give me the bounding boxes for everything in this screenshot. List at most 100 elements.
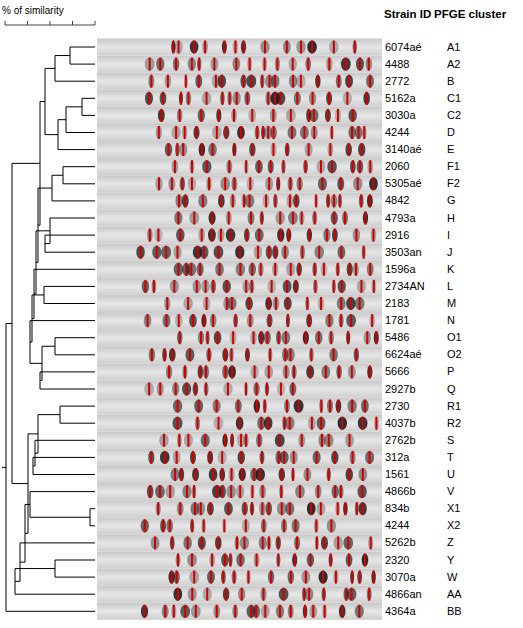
- band-marker: [358, 605, 360, 618]
- cluster-label: BB: [447, 605, 462, 618]
- band-marker: [236, 536, 238, 549]
- gel-band: [276, 177, 280, 190]
- band-marker: [221, 485, 223, 498]
- band-marker: [239, 417, 241, 430]
- band-marker: [211, 554, 213, 567]
- band-marker: [316, 536, 318, 549]
- band-marker: [250, 605, 252, 618]
- cluster-label: P: [447, 365, 454, 378]
- dendrogram-branch: [40, 101, 45, 102]
- band-marker: [171, 571, 173, 584]
- gel-band: [216, 109, 221, 122]
- gel-band: [250, 502, 254, 515]
- band-marker: [201, 229, 203, 242]
- gel-band: [336, 263, 340, 276]
- gel-band: [261, 519, 267, 532]
- gel-band: [311, 126, 318, 139]
- band-marker: [205, 383, 207, 396]
- band-marker: [294, 554, 296, 567]
- dendrogram-branch: [30, 491, 95, 492]
- gel-band: [336, 75, 342, 88]
- gel-band: [350, 451, 356, 464]
- gel-band: [346, 554, 353, 567]
- dendrogram-branch: [52, 200, 95, 201]
- dendrogram-branch: [60, 406, 95, 407]
- band-marker: [304, 605, 306, 618]
- band-marker: [236, 92, 238, 105]
- band-marker: [171, 536, 173, 549]
- band-marker: [234, 605, 236, 618]
- gel-band: [247, 58, 252, 71]
- gel-band: [156, 502, 161, 515]
- gel-band: [279, 468, 286, 481]
- dendrogram-branch: [6, 611, 95, 612]
- gel-band: [367, 263, 374, 276]
- gel-band: [374, 417, 379, 430]
- band-marker: [251, 143, 253, 156]
- band-marker: [355, 348, 357, 361]
- band-marker: [289, 177, 291, 190]
- band-marker: [290, 109, 292, 122]
- band-marker: [330, 554, 332, 567]
- band-marker: [211, 212, 213, 225]
- band-marker: [245, 383, 247, 396]
- gel-band: [316, 160, 325, 173]
- band-marker: [246, 229, 248, 242]
- band-marker: [177, 588, 179, 601]
- band-marker: [292, 75, 294, 88]
- gel-band: [262, 58, 267, 71]
- gel-band: [338, 280, 346, 293]
- band-marker: [184, 194, 186, 207]
- gel-band: [286, 109, 296, 122]
- gel-band: [294, 400, 304, 413]
- gel-band: [228, 554, 232, 567]
- gel-band: [337, 177, 344, 190]
- gel-band: [300, 126, 309, 139]
- band-marker: [216, 126, 218, 139]
- gel-band: [305, 143, 313, 156]
- dendrogram-branch: [52, 175, 63, 176]
- band-marker: [286, 400, 288, 413]
- gel-band: [192, 485, 196, 498]
- gel-band: [341, 58, 351, 71]
- gel-band: [288, 212, 298, 225]
- gel-band: [333, 536, 343, 549]
- band-marker: [235, 314, 237, 327]
- gel-band: [276, 92, 285, 105]
- gel-lane: [97, 415, 382, 432]
- gel-band: [182, 194, 189, 207]
- band-marker: [209, 502, 211, 515]
- band-marker: [258, 160, 260, 173]
- band-marker: [198, 58, 200, 71]
- dendrogram-branch: [60, 423, 95, 424]
- band-marker: [325, 365, 327, 378]
- gel-band: [367, 365, 372, 378]
- band-marker: [298, 400, 300, 413]
- gel-band: [189, 314, 197, 327]
- band-marker: [345, 58, 347, 71]
- strain-id: 4866an: [385, 588, 422, 601]
- band-marker: [324, 605, 326, 618]
- band-marker: [193, 212, 195, 225]
- gel-band: [212, 400, 220, 413]
- gel-band: [285, 502, 294, 515]
- gel-band: [247, 177, 254, 190]
- gel-band: [187, 554, 197, 567]
- gel-band: [265, 383, 269, 396]
- gel-band: [196, 502, 205, 515]
- band-marker: [266, 383, 268, 396]
- gel-band: [272, 263, 278, 276]
- gel-band: [286, 229, 291, 242]
- band-marker: [200, 502, 202, 515]
- gel-band: [147, 229, 153, 242]
- band-marker: [180, 92, 182, 105]
- gel-band: [286, 314, 290, 327]
- dendrogram-branch: [30, 320, 95, 321]
- gel-band: [148, 75, 154, 88]
- gel-band: [331, 212, 338, 225]
- band-marker: [168, 365, 170, 378]
- band-marker: [371, 314, 373, 327]
- gel-band: [281, 160, 285, 173]
- strain-id: 2762b: [385, 434, 416, 447]
- band-marker: [233, 109, 235, 122]
